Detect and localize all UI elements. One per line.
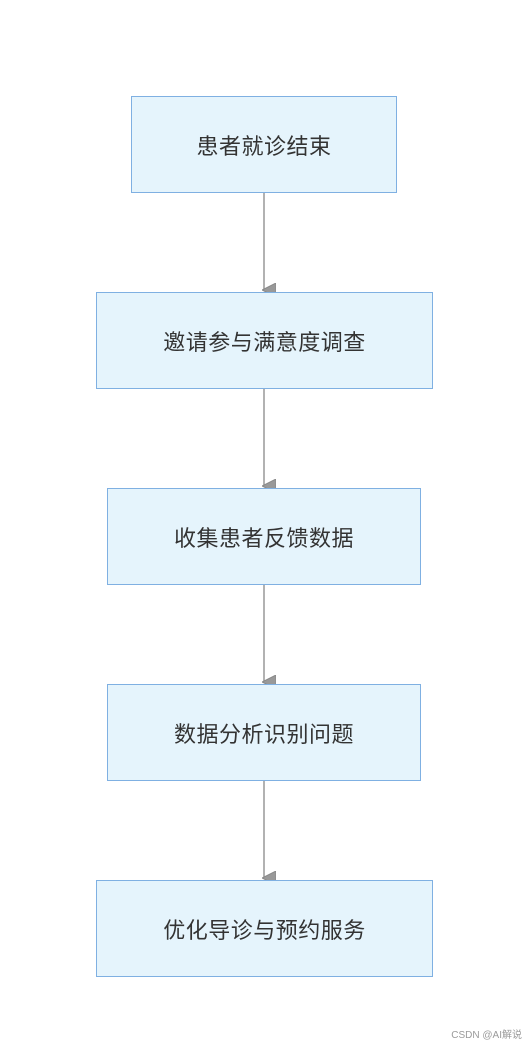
node-label: 患者就诊结束 bbox=[196, 134, 332, 160]
node-label: 收集患者反馈数据 bbox=[173, 526, 354, 552]
node-collect-feedback: 收集患者反馈数据 bbox=[107, 488, 421, 585]
watermark: CSDN @AI解说 bbox=[451, 1030, 522, 1041]
node-label: 邀请参与满意度调查 bbox=[163, 330, 366, 356]
node-visit-ended: 患者就诊结束 bbox=[131, 96, 397, 193]
node-optimize-service: 优化导诊与预约服务 bbox=[96, 880, 433, 977]
node-invite-survey: 邀请参与满意度调查 bbox=[96, 292, 433, 389]
node-label: 数据分析识别问题 bbox=[173, 722, 354, 748]
node-label: 优化导诊与预约服务 bbox=[163, 918, 366, 944]
node-analyze-data: 数据分析识别问题 bbox=[107, 684, 421, 781]
